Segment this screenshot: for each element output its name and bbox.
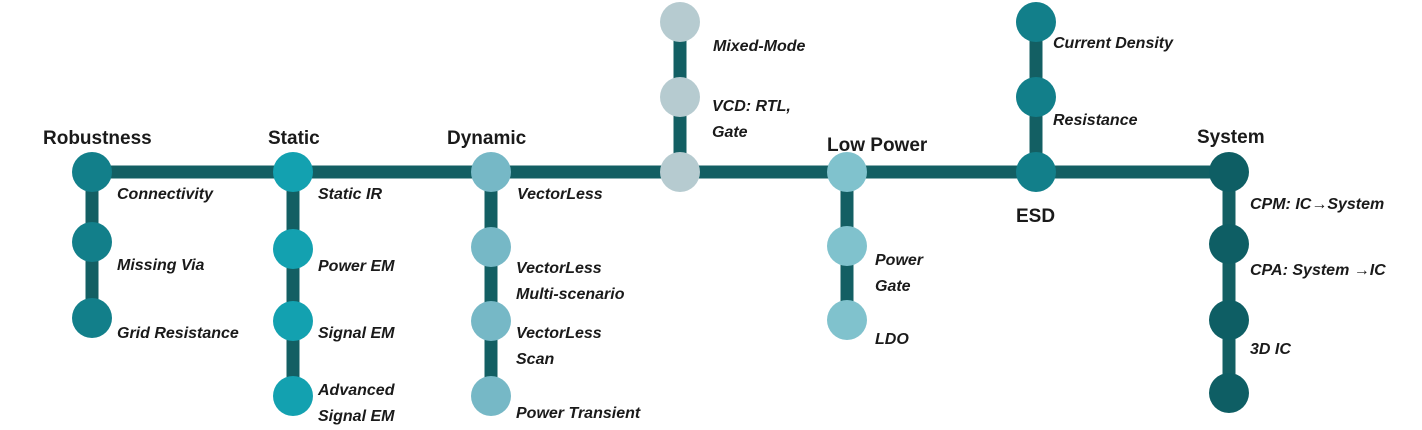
item-cpa-system-ic: CPA: System →IC [1250, 262, 1386, 279]
item-vcd-line2: Gate [712, 124, 748, 141]
item-power-transient: Power Transient [516, 405, 641, 422]
static-node-3 [273, 301, 313, 341]
item-vectorless-scan-line2: Scan [516, 351, 555, 368]
category-esd: ESD [1016, 206, 1056, 227]
item-vectorless-multi-line1: VectorLess [516, 260, 602, 277]
item-vcd-rtl-gate: VCD: RTL, Gate [712, 94, 791, 146]
item-resistance: Resistance [1053, 112, 1138, 129]
esd-node-3 [1016, 152, 1056, 192]
item-vectorless-multi-scenario: VectorLess Multi-scenario [516, 256, 624, 308]
item-missing-via: Missing Via [117, 257, 205, 274]
category-low-power: Low Power [827, 135, 928, 156]
category-system: System [1197, 127, 1265, 148]
item-current-density: Current Density [1053, 35, 1174, 52]
low-power-node-1 [827, 152, 867, 192]
item-signal-em: Signal EM [318, 325, 395, 342]
item-vectorless-scan: VectorLess Scan [516, 321, 602, 373]
item-vectorless-scan-line1: VectorLess [516, 325, 602, 342]
item-ldo: LDO [875, 331, 909, 348]
item-vectorless-multi-line2: Multi-scenario [516, 286, 625, 303]
item-power-gate-line1: Power [875, 252, 924, 269]
robustness-node-2 [72, 222, 112, 262]
item-3d-ic: 3D IC [1250, 341, 1291, 358]
dynamic-node-2 [471, 227, 511, 267]
mixed-node-1 [660, 2, 700, 42]
item-connectivity: Connectivity [117, 186, 214, 203]
static-node-2 [273, 229, 313, 269]
robustness-node-1 [72, 152, 112, 192]
item-advanced-signal-em-line2: Signal EM [318, 408, 395, 425]
system-node-2 [1209, 224, 1249, 264]
item-grid-resistance: Grid Resistance [117, 325, 239, 342]
item-cpm-ic-system: CPM: IC→System [1250, 196, 1385, 213]
dynamic-node-4 [471, 376, 511, 416]
static-node-1 [273, 152, 313, 192]
item-advanced-signal-em-line1: Advanced [318, 382, 395, 399]
item-vcd-line1: VCD: RTL, [712, 98, 791, 115]
mixed-node-2 [660, 77, 700, 117]
item-power-gate: Power Gate [875, 248, 923, 300]
mixed-node-3 [660, 152, 700, 192]
system-node-4 [1209, 373, 1249, 413]
item-static-ir: Static IR [318, 186, 383, 203]
low-power-node-2 [827, 226, 867, 266]
category-dynamic: Dynamic [447, 128, 527, 149]
item-vectorless: VectorLess [517, 186, 603, 203]
item-power-em: Power EM [318, 258, 395, 275]
dynamic-node-1 [471, 152, 511, 192]
connector-lines [85, 22, 1236, 396]
category-static: Static [268, 128, 320, 149]
robustness-node-3 [72, 298, 112, 338]
nodes [72, 2, 1249, 416]
category-robustness: Robustness [43, 128, 152, 149]
esd-node-1 [1016, 2, 1056, 42]
low-power-node-3 [827, 300, 867, 340]
dynamic-node-3 [471, 301, 511, 341]
item-advanced-signal-em: Advanced Signal EM [318, 378, 394, 430]
esd-node-2 [1016, 77, 1056, 117]
static-node-4 [273, 376, 313, 416]
system-node-3 [1209, 300, 1249, 340]
system-node-1 [1209, 152, 1249, 192]
item-mixed-mode: Mixed-Mode [713, 38, 806, 55]
item-power-gate-line2: Gate [875, 278, 911, 295]
